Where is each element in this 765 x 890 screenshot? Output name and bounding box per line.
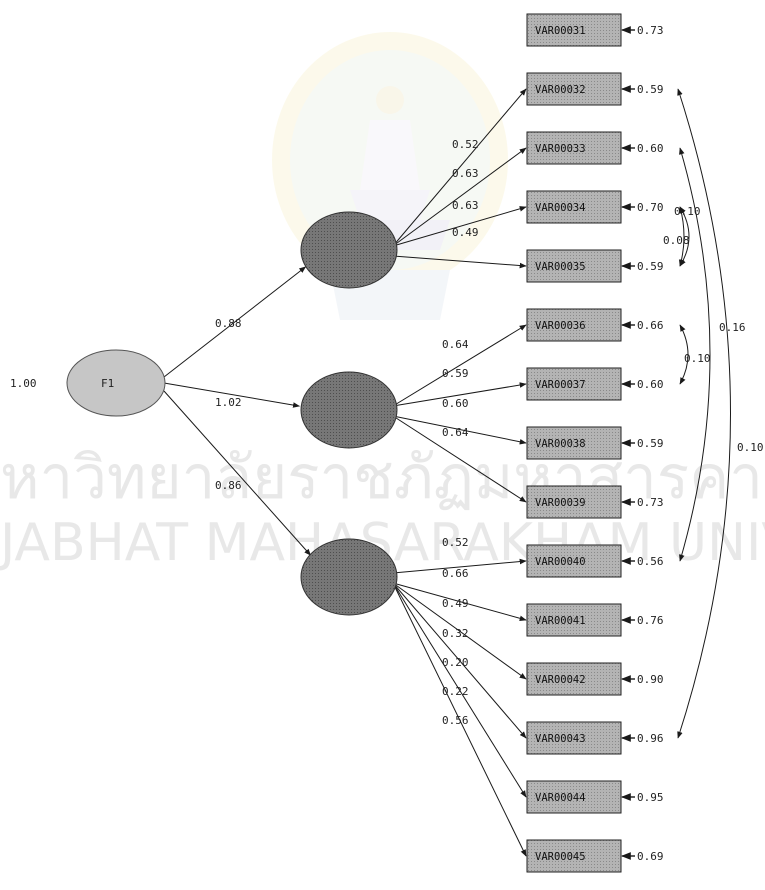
error-variance-label: 0.59 [637, 437, 664, 450]
indicator-box [526, 72, 622, 106]
indicator-box [526, 839, 622, 873]
loading-path [392, 206, 527, 247]
factor-loading-label: 0.66 [442, 567, 469, 580]
watermark-line-1: หาวิทยาลัยราชภัฏมหาสารคาม [0, 443, 765, 513]
loading-path [392, 147, 527, 247]
indicator-label: VAR00041 [535, 615, 586, 627]
indicator-label: VAR00042 [535, 674, 586, 686]
error-variance-label: 0.73 [637, 24, 664, 37]
second-order-variance: 1.00 [10, 377, 37, 390]
error-covariance-label: 0.16 [719, 321, 746, 334]
factor-loading-label: 0.49 [452, 226, 479, 239]
loading-path [392, 382, 527, 407]
second-order-loading: 0.88 [215, 317, 242, 330]
loading-path [392, 415, 527, 445]
loading-path [392, 582, 527, 680]
factor-loading-label: 0.49 [442, 597, 469, 610]
loading-path [392, 582, 527, 857]
indicator-label: VAR00037 [535, 379, 586, 391]
indicator-box [526, 131, 622, 165]
loading-path [392, 88, 527, 247]
latent-factor-2 [300, 371, 398, 449]
factor-loading-label: 0.52 [452, 138, 479, 151]
indicator-label: VAR00036 [535, 320, 586, 332]
error-variance-label: 0.96 [637, 732, 664, 745]
indicator-label: VAR00043 [535, 733, 586, 745]
latent-factor-3 [300, 538, 398, 616]
error-covariance-label: 0.10 [684, 352, 711, 365]
factor-loading-label: 0.59 [442, 367, 469, 380]
second-order-path [163, 382, 301, 408]
indicator-label: VAR00032 [535, 84, 586, 96]
indicator-box [526, 544, 622, 578]
indicator-label: VAR00035 [535, 261, 586, 273]
indicator-label: VAR00039 [535, 497, 586, 509]
error-covariance-label: 0.10 [674, 205, 701, 218]
indicator-label: VAR00044 [535, 792, 586, 804]
error-covariance-label: 0.10 [737, 441, 764, 454]
loading-path [392, 558, 527, 574]
factor-loading-label: 0.64 [442, 426, 469, 439]
error-variance-label: 0.59 [637, 260, 664, 273]
factor-loading-label: 0.52 [442, 536, 469, 549]
factor-loading-label: 0.60 [442, 397, 469, 410]
indicator-box [526, 367, 622, 401]
error-covariance-label: 0.08 [663, 234, 690, 247]
error-covariance-arc [679, 147, 711, 562]
indicator-label: VAR00045 [535, 851, 586, 863]
second-order-factor [66, 349, 166, 417]
error-variance-label: 0.60 [637, 142, 664, 155]
error-covariance-arc [677, 88, 731, 739]
second-order-path [163, 266, 307, 378]
indicator-label: VAR00031 [535, 25, 586, 37]
error-variance-label: 0.95 [637, 791, 664, 804]
factor-loading-label: 0.63 [452, 199, 479, 212]
indicator-label: VAR00038 [535, 438, 586, 450]
error-variance-label: 0.59 [637, 83, 664, 96]
indicator-box [526, 485, 622, 519]
error-variance-label: 0.90 [637, 673, 664, 686]
loading-path [392, 582, 527, 798]
error-variance-label: 0.56 [637, 555, 664, 568]
indicator-label: VAR00040 [535, 556, 586, 568]
second-order-path [163, 390, 312, 556]
error-variance-label: 0.76 [637, 614, 664, 627]
error-variance-label: 0.70 [637, 201, 664, 214]
indicator-box [526, 249, 622, 283]
loading-path [392, 582, 527, 622]
loading-path [392, 324, 527, 407]
factor-loading-label: 0.64 [442, 338, 469, 351]
edges-layer [163, 26, 731, 860]
nodes-layer [66, 13, 622, 873]
indicator-label: VAR00034 [535, 202, 586, 214]
factor-loading-label: 0.32 [442, 627, 469, 640]
error-variance-label: 0.73 [637, 496, 664, 509]
indicator-box [526, 662, 622, 696]
loading-path [392, 255, 527, 269]
factor-loading-label: 0.63 [452, 167, 479, 180]
error-variance-label: 0.69 [637, 850, 664, 863]
error-variance-label: 0.60 [637, 378, 664, 391]
loading-path [392, 582, 527, 739]
second-order-label: F1 [101, 377, 114, 390]
indicator-box [526, 721, 622, 755]
indicator-box [526, 190, 622, 224]
factor-loading-label: 0.20 [442, 656, 469, 669]
indicator-box [526, 780, 622, 814]
factor-loading-label: 0.56 [442, 714, 469, 727]
indicator-label: VAR00033 [535, 143, 586, 155]
latent-factor-1 [300, 211, 398, 289]
error-variance-label: 0.66 [637, 319, 664, 332]
factor-loading-label: 0.22 [442, 685, 469, 698]
loading-path [392, 415, 527, 503]
indicator-box [526, 603, 622, 637]
indicator-box [526, 308, 622, 342]
indicator-box [526, 13, 622, 47]
second-order-loading: 1.02 [215, 396, 242, 409]
indicator-box [526, 426, 622, 460]
second-order-loading: 0.86 [215, 479, 242, 492]
